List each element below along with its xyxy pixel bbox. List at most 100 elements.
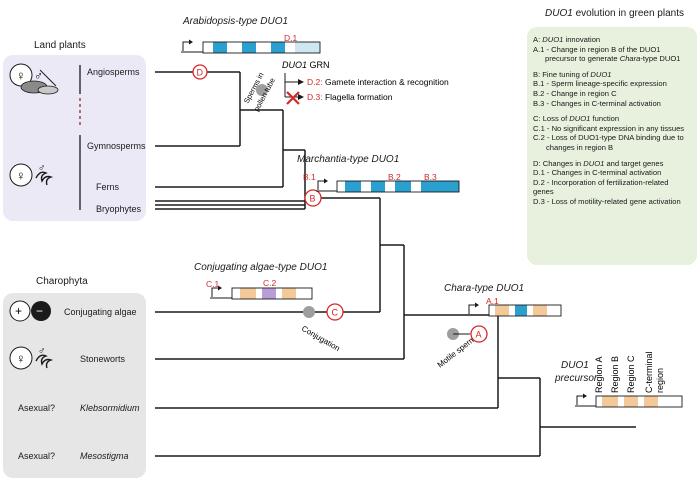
arabidopsis-segment-1: [213, 42, 227, 53]
taxon-mesostigma: Mesostigma: [80, 451, 129, 461]
event-d-marker: D: [192, 64, 208, 80]
sperm-flagella-icon-2: [35, 354, 54, 369]
arabidopsis-segment-7: [295, 42, 320, 53]
duo1-grn-callout: DUO1 GRN D.2: Gamete interaction & recog…: [282, 60, 449, 105]
sperm-flagella-icon: [35, 171, 54, 186]
title-arabidopsis-duo1: Arabidopsis-type DUO1: [182, 16, 288, 27]
legend-c2: C.2 - Loss of DUO1-type DNA binding due …: [533, 133, 684, 152]
stonewort-sex-icon: ♀ ♂: [9, 346, 54, 370]
tag-b1: B.1: [303, 172, 316, 182]
conjugation-label: Conjugation: [300, 324, 341, 353]
angiosperm-sex-icon: ♀ ♂: [9, 63, 59, 95]
cross-mark-icon: [286, 91, 300, 105]
arabidopsis-promoter-head-icon: [189, 39, 193, 45]
legend-b1: B.1 - Sperm lineage-specific expression: [533, 79, 667, 89]
marchantia-segment-1: [345, 181, 361, 192]
precursor-promoter-arrow-icon: [576, 395, 585, 405]
label-region-c: Region C: [626, 355, 636, 393]
conjugating-segment-1: [240, 288, 256, 299]
marchantia-promoter-arrow-icon: [317, 180, 326, 190]
motile-sperm-label: Motile sperm: [436, 334, 478, 369]
precursor-segment-3: [624, 396, 638, 407]
tag-b3: B.3: [424, 172, 437, 182]
tag-c2: C.2: [263, 278, 277, 288]
chara-segment-1: [495, 305, 509, 316]
chara-promoter-arrow-icon: [468, 304, 477, 314]
conjugating-segment-6: [296, 288, 312, 299]
male-symbol-3: ♂: [38, 346, 46, 357]
female-symbol-2: ♀: [16, 168, 26, 183]
grn-d2: D.2: Gamete interaction & recognition: [307, 77, 449, 87]
arabidopsis-segment-0: [203, 42, 213, 53]
arabidopsis-segment-6: [285, 42, 295, 53]
gene-structures: [181, 39, 683, 408]
legend-a-heading: A: DUO1 innovation: [533, 35, 601, 44]
label-region: region: [655, 368, 665, 393]
conjugating-segment-2: [256, 288, 262, 299]
event-b-marker: B: [304, 189, 322, 207]
legend-title: DUO1 evolution in green plants: [545, 8, 684, 19]
event-a-marker: A: [470, 325, 488, 343]
legend-a1: A.1 - Change in region B of the DUO1: [533, 44, 661, 54]
conjugating-segment-5: [282, 288, 296, 299]
legend-b2: B.2 - Change in region C: [533, 88, 617, 98]
svg-text:C: C: [332, 308, 339, 318]
charophyta-panel: [3, 293, 146, 478]
taxon-angiosperms: Angiosperms: [87, 67, 140, 77]
taxon-mesostigma-prefix: Asexual?: [18, 451, 55, 461]
precursor-segment-5: [644, 396, 658, 407]
label-region-a: Region A: [594, 356, 604, 393]
taxon-klebsormidium-prefix: Asexual?: [18, 403, 55, 413]
chara-segment-0: [489, 305, 495, 316]
taxon-bryophytes: Bryophytes: [96, 204, 142, 214]
tag-c1: C.1: [206, 279, 220, 289]
marchantia-segment-0: [337, 181, 345, 192]
conjugating-gene-outline: [231, 287, 313, 300]
female-symbol: ♀: [16, 68, 26, 83]
conjugating-segment-3: [262, 288, 276, 299]
precursor-segment-0: [596, 396, 602, 407]
marchantia-segment-5: [395, 181, 411, 192]
legend-box: A: DUO1 innovation A.1 - Change in regio…: [527, 27, 697, 265]
plus-symbol: +: [15, 304, 22, 318]
arabidopsis-segment-3: [242, 42, 256, 53]
taxon-klebsormidium: Klebsormidium: [80, 403, 140, 413]
marchantia-segment-2: [361, 181, 371, 192]
charophyta-heading: Charophyta: [36, 276, 88, 287]
legend-b-heading: B: Fine tuning of DUO1: [533, 69, 612, 79]
legend-d3: D.3 - Loss of motility-related gene acti…: [533, 196, 681, 206]
grn-d3: D.3: Flagella formation: [307, 92, 393, 102]
marchantia-segment-4: [385, 181, 395, 192]
land-plants-heading: Land plants: [34, 40, 86, 51]
arabidopsis-segment-5: [271, 42, 285, 53]
precursor-segment-4: [638, 396, 644, 407]
chara-promoter-head-icon: [475, 302, 479, 308]
arabidopsis-promoter-arrow-icon: [182, 41, 191, 51]
conjugating-promoter-arrow-icon: [211, 287, 220, 297]
chara-segment-3: [515, 305, 527, 316]
marchantia-segment-6: [411, 181, 421, 192]
female-symbol-3: ♀: [16, 351, 26, 366]
chara-gene-outline: [488, 304, 562, 317]
marchantia-segment-3: [371, 181, 385, 192]
label-region-b: Region B: [610, 356, 620, 393]
precursor-segment-1: [602, 396, 618, 407]
mating-type-icon: + −: [9, 300, 51, 322]
legend-d2: D.2 - Incorporation of fertilization-rel…: [533, 177, 669, 197]
fern-sex-icon: ♀ ♂: [9, 163, 54, 187]
taxon-ferns: Ferns: [96, 182, 120, 192]
male-symbol: ♂: [34, 69, 43, 83]
taxon-gymnosperms: Gymnosperms: [87, 141, 146, 151]
grn-title: DUO1 GRN: [282, 60, 330, 70]
arabidopsis-gene-outline: [202, 41, 321, 54]
legend-c1: C.1 - No significant expression in any t…: [533, 123, 685, 133]
conjugating-promoter-head-icon: [218, 285, 222, 291]
marchantia-segment-7: [421, 181, 459, 192]
arabidopsis-segment-2: [227, 42, 242, 53]
chara-segment-6: [547, 305, 561, 316]
legend-b3: B.3 - Changes in C-terminal activation: [533, 98, 661, 108]
chara-segment-2: [509, 305, 515, 316]
precursor-segment-6: [658, 396, 682, 407]
svg-text:A: A: [476, 330, 482, 340]
precursor-promoter-head-icon: [583, 393, 587, 399]
